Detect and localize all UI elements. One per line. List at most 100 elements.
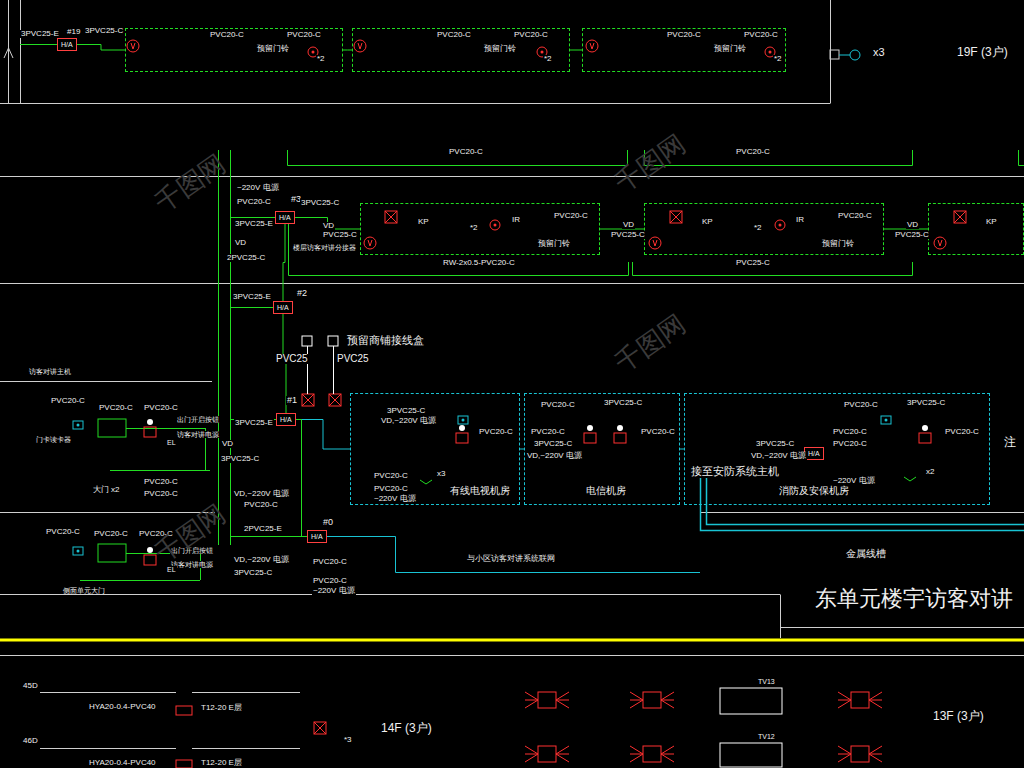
- cad-path: [219, 150, 231, 545]
- cad-label: 3PVC25-E: [234, 419, 274, 427]
- cad-label: PVC20-C: [843, 401, 879, 409]
- watermark: 千图网: [610, 129, 690, 196]
- cad-label: 3PVC25-C: [533, 440, 573, 448]
- apartment-box: PVC20-CPVC20-C预留门铃*2: [125, 28, 343, 72]
- cad-label: 访客对讲电源: [176, 431, 220, 438]
- cad-label: PVC20-C: [832, 440, 868, 448]
- cad-label: T12-20 E层: [200, 759, 243, 767]
- cad-path: [4, 48, 13, 58]
- cad-use: [881, 416, 891, 424]
- node-text: *2: [543, 55, 553, 63]
- floor-box: KP*2IRPVC20-C预留门铃: [644, 203, 884, 255]
- floor-box: KP: [928, 203, 1024, 255]
- cad-use: [934, 237, 946, 249]
- cad-label: VD,~220V 电源: [233, 556, 290, 564]
- cad-label: 访客对讲主机: [28, 368, 72, 375]
- cad-label: PVC25-C: [322, 231, 358, 239]
- cad-use: [364, 237, 376, 249]
- cad-label: PVC20-C: [640, 428, 676, 436]
- node-text: PVC20-C: [436, 31, 472, 39]
- cad-path: [326, 537, 700, 573]
- cad-label: 访客对讲电源: [170, 561, 214, 568]
- cad-use: [630, 692, 674, 708]
- node-text: IR: [511, 216, 521, 224]
- wire-connector: [77, 45, 125, 51]
- cad-use: [127, 40, 139, 52]
- junction-box: H/A: [57, 38, 77, 51]
- equipment-room: 电信机房: [524, 393, 680, 505]
- cad-label: ~220V 电源: [236, 184, 280, 192]
- node-text: 预留门铃: [256, 45, 290, 53]
- wire-connector: [570, 50, 582, 51]
- junction-box: H/A: [275, 211, 295, 224]
- node-text: 消防及安保机房: [778, 486, 850, 496]
- cad-use: [954, 211, 966, 223]
- cad-label: 3PVC25-C: [84, 27, 124, 35]
- cad-label: x3: [436, 470, 446, 478]
- cad-label: PVC20-C: [143, 478, 179, 486]
- cad-label: 接至安防系统主机: [690, 466, 780, 477]
- node-text: *2: [773, 55, 783, 63]
- node-text: PVC20-C: [553, 212, 589, 220]
- junction-box: H/A: [307, 530, 327, 543]
- apartment-box: PVC20-CPVC20-C预留门铃*2: [582, 28, 786, 72]
- cad-label: #0: [322, 518, 334, 527]
- wire-connector: [296, 420, 307, 537]
- cad-path: [0, 177, 1024, 513]
- cad-use: [456, 425, 468, 443]
- cad-label: #1: [286, 396, 298, 405]
- cad-label: 14F (3户): [380, 722, 433, 734]
- wire-connector: [343, 50, 352, 51]
- cad-use: [73, 421, 83, 429]
- node-text: *2: [316, 55, 326, 63]
- cad-rect: [98, 544, 126, 562]
- node-text: PVC20-C: [837, 212, 873, 220]
- cad-g: [73, 40, 966, 762]
- node-text: KP: [701, 218, 714, 226]
- node-text: PVC20-C: [666, 31, 702, 39]
- cad-label: PVC20-C: [50, 397, 86, 405]
- node-text: PVC20-C: [513, 31, 549, 39]
- cad-label: T12-20 E层: [200, 704, 243, 712]
- node-text: *2: [753, 224, 763, 232]
- cad-use: [775, 220, 785, 230]
- cad-label: ~220V 电源: [312, 587, 356, 595]
- cad-label: RW-2x0.5-PVC20-C: [442, 259, 516, 267]
- cad-use: [144, 419, 156, 437]
- node-text: PVC20-C: [286, 31, 322, 39]
- cad-label: 3PVC25-C: [906, 399, 946, 407]
- cad-use: [490, 220, 500, 230]
- cad-path: [308, 346, 334, 394]
- cad-label: PVC20-C: [478, 428, 514, 436]
- node-text: H/A: [60, 41, 74, 48]
- cad-label: EL: [166, 439, 177, 446]
- cad-label: x2: [925, 468, 935, 476]
- cad-use: [670, 211, 682, 223]
- cad-label: PVC20-C: [93, 530, 129, 538]
- node-text: H/A: [276, 304, 290, 311]
- cad-label: PVC20-C: [143, 404, 179, 412]
- cad-label: HYA20-0.4-PVC40: [88, 759, 157, 767]
- cad-label: 3PVC25-E: [20, 30, 60, 38]
- node-text: 预留门铃: [713, 45, 747, 53]
- cad-use: [458, 416, 468, 424]
- cad-label: PVC25-C: [894, 231, 930, 239]
- cad-rect: [302, 336, 312, 346]
- junction-box: H/A: [276, 413, 296, 426]
- cad-label: 出门开启按钮: [176, 416, 220, 423]
- node-text: 电信机房: [585, 486, 627, 496]
- cad-g: [326, 478, 1024, 573]
- cad-use: [614, 425, 626, 443]
- cad-use: [525, 746, 569, 762]
- node-text: H/A: [807, 450, 821, 457]
- cad-rect: [98, 419, 126, 437]
- cad-label: PVC20-C: [143, 490, 179, 498]
- cad-rect: [720, 688, 782, 714]
- node-text: KP: [985, 218, 998, 226]
- wire-connector: [296, 420, 350, 450]
- cad-label: #2: [296, 289, 308, 298]
- cad-g: [20, 45, 1024, 581]
- cad-label: PVC20-C: [448, 148, 484, 156]
- cad-label: PVC20-C: [373, 472, 409, 480]
